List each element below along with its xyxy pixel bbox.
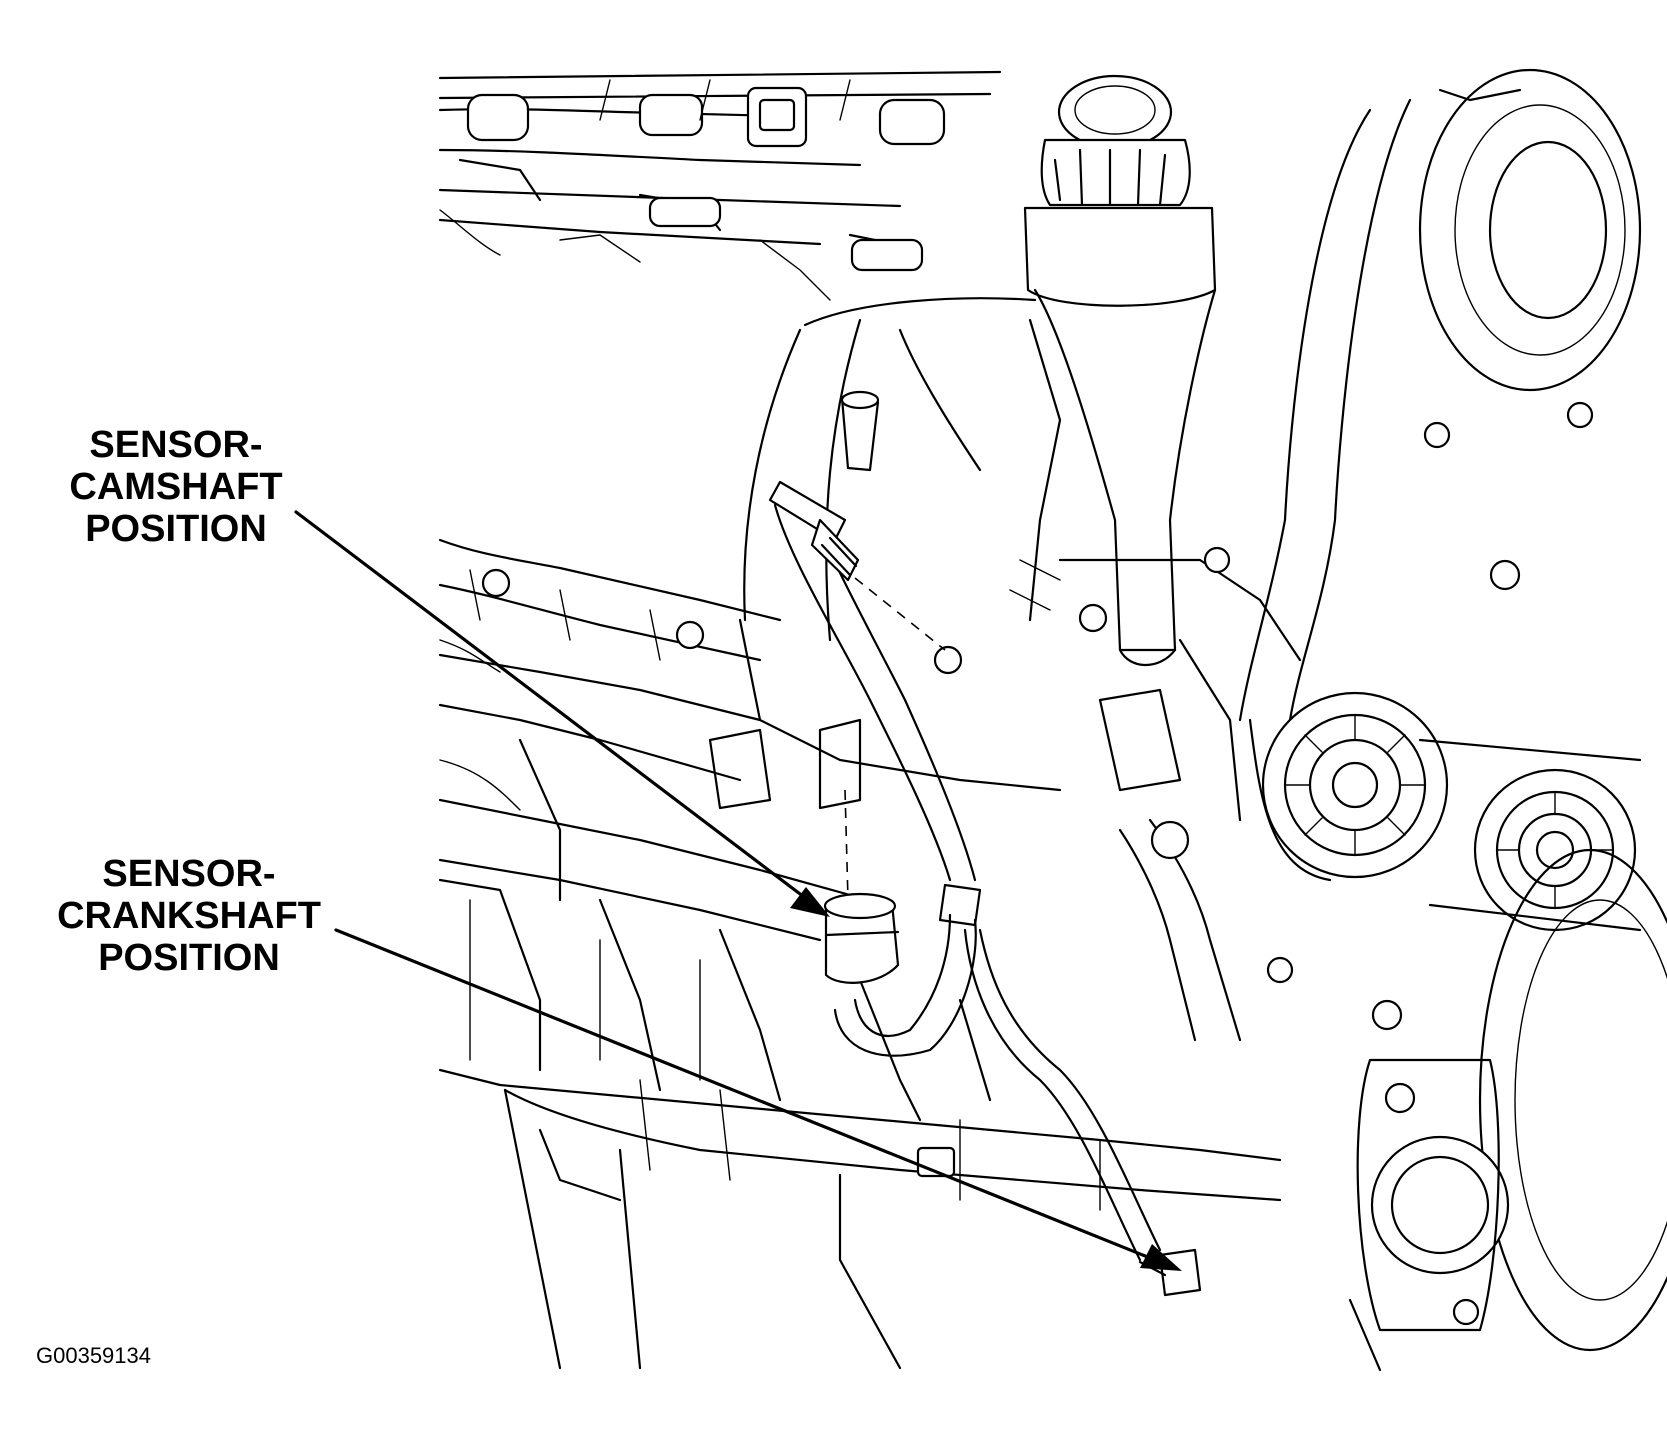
camshaft-sensor-assembly [768,390,1202,1297]
camshaft-sensor-callout: SENSOR- CAMSHAFT POSITION [56,424,296,550]
camshaft-callout-line-3: POSITION [85,508,267,550]
block-side-details [438,538,1242,1042]
camshaft-callout-line-2: CAMSHAFT [69,466,283,508]
camshaft-callout-line-1: SENSOR- [89,424,263,466]
crankshaft-callout-line-3: POSITION [98,937,280,979]
coolant-reservoir [1023,74,1217,666]
accessory-belt-pulleys [1238,68,1667,1352]
figure-id: G00359134 [36,1343,151,1368]
crankshaft-sensor-callout: SENSOR- CRANKSHAFT POSITION [44,853,334,979]
timing-cover [738,297,1302,822]
crankshaft-arrowhead [1140,1244,1182,1271]
crankshaft-callout-line-2: CRANKSHAFT [57,895,321,937]
fuel-rail-injectors [438,70,1002,301]
leader-arrows [294,510,1182,1271]
crankshaft-callout-line-1: SENSOR- [102,853,276,895]
crankshaft-leader-line [334,928,1162,1264]
camshaft-arrowhead [790,887,830,917]
camshaft-leader-line [294,510,810,902]
oil-pan [438,878,1382,1372]
